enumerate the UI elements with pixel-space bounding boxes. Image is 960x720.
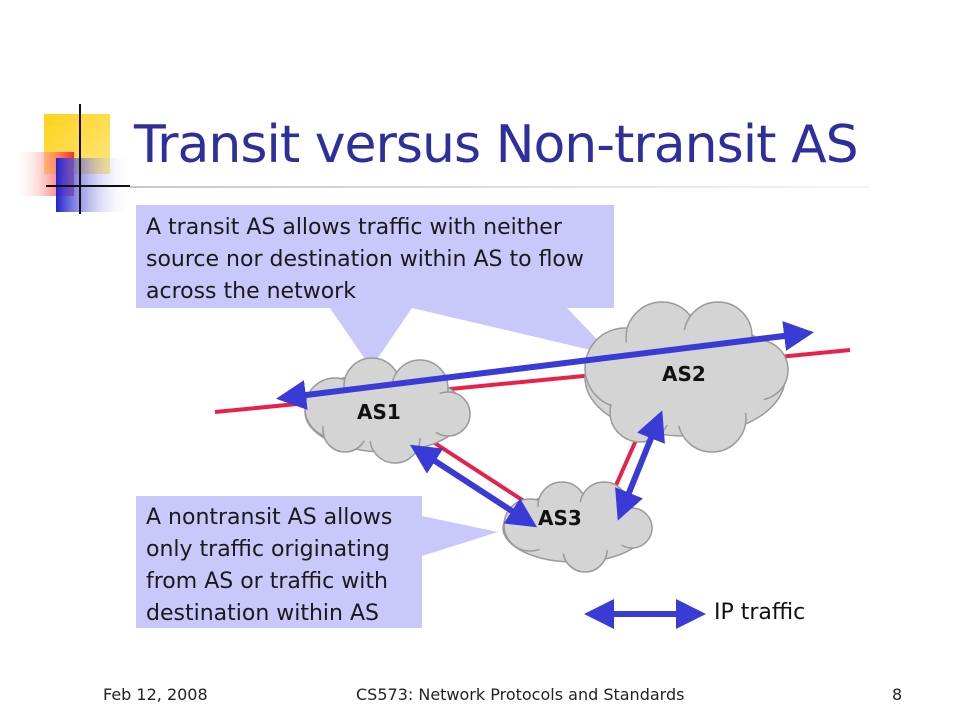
transit-callout-line: across the network xyxy=(146,279,356,304)
as3-label: AS3 xyxy=(538,506,582,530)
slide-title: Transit versus Non-transit AS xyxy=(134,115,859,175)
traffic-arrow-as1-as3 xyxy=(409,444,538,528)
footer-date: Feb 12, 2008 xyxy=(103,685,208,704)
as2-label: AS2 xyxy=(662,362,706,386)
nontransit-callout-line: only traffic originating xyxy=(146,537,390,562)
nontransit-callout-line: destination within AS xyxy=(146,601,379,626)
as1-label: AS1 xyxy=(357,400,401,424)
traffic-arrow-as3-as2 xyxy=(615,410,665,521)
nontransit-callout-text: A nontransit AS allows only traffic orig… xyxy=(146,502,392,630)
title-underline xyxy=(130,186,870,188)
transit-callout-text: A transit AS allows traffic with neither… xyxy=(146,212,584,308)
nontransit-callout-line: A nontransit AS allows xyxy=(146,505,393,530)
link-line-as1-as3 xyxy=(428,438,532,507)
nontransit-callout-line: from AS or traffic with xyxy=(146,569,388,594)
traffic-arrow-transit xyxy=(276,321,814,410)
legend-label: IP traffic xyxy=(714,600,806,625)
nontransit-callout-box xyxy=(136,496,498,628)
footer-course: CS573: Network Protocols and Standards xyxy=(356,685,685,704)
footer-page-number: 8 xyxy=(892,685,903,704)
transit-callout-line: source nor destination within AS to flow xyxy=(146,247,584,272)
transit-callout-line: A transit AS allows traffic with neither xyxy=(146,215,562,240)
